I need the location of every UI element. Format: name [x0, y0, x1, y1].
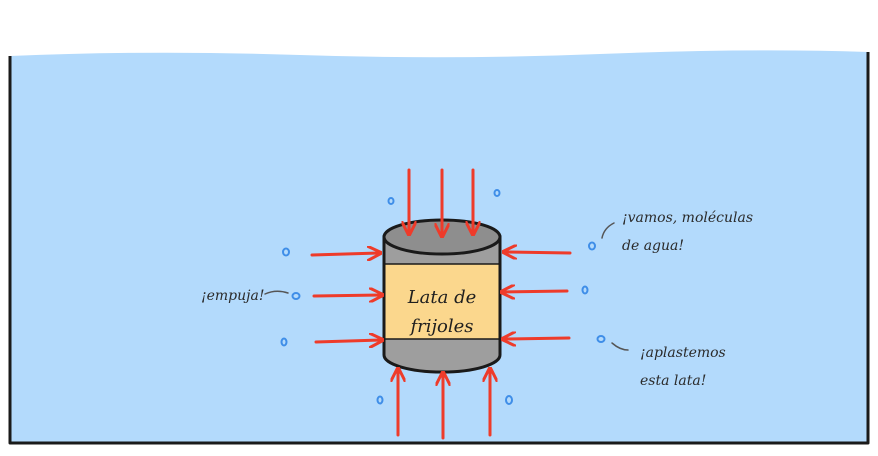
speech-pointers	[264, 222, 629, 351]
pressure-arrow-icon	[310, 253, 379, 255]
speech-pointer-left	[264, 290, 289, 295]
water-molecule-icon	[280, 337, 288, 347]
speech-pointer-right-top	[601, 222, 615, 239]
water-molecule-icon	[376, 395, 384, 405]
water-molecule-icon	[588, 241, 596, 251]
water-molecule-icon	[596, 335, 606, 343]
water-molecule-icon	[505, 395, 513, 405]
speech-right-top-line2: de agua!	[622, 238, 684, 254]
water-molecules	[280, 189, 606, 405]
speech-right-top-line1: ¡vamos, moléculas	[622, 210, 753, 226]
pressure-arrow-icon	[503, 291, 569, 292]
speech-pointer-right-bottom	[611, 342, 629, 351]
pressure-arrow-icon	[314, 340, 381, 342]
water-molecule-icon	[291, 292, 301, 300]
can-label-line1: Lata de	[407, 287, 477, 308]
pressure-arrow-icon	[312, 295, 381, 296]
speech-left: ¡empuja!	[201, 288, 264, 304]
pressure-arrow-icon	[505, 252, 572, 253]
speech-right-bottom-line2: esta lata!	[640, 373, 706, 389]
water-molecule-icon	[581, 285, 589, 295]
water-molecule-icon	[282, 247, 290, 257]
water-molecule-icon	[387, 197, 395, 205]
can-label-line2: frijoles	[408, 316, 473, 337]
water-molecule-icon	[493, 189, 501, 197]
pressure-arrows	[310, 168, 572, 440]
tank-outline	[8, 52, 870, 445]
speech-right-bottom-line1: ¡aplastemos	[640, 345, 726, 361]
pressure-arrow-icon	[504, 338, 571, 339]
